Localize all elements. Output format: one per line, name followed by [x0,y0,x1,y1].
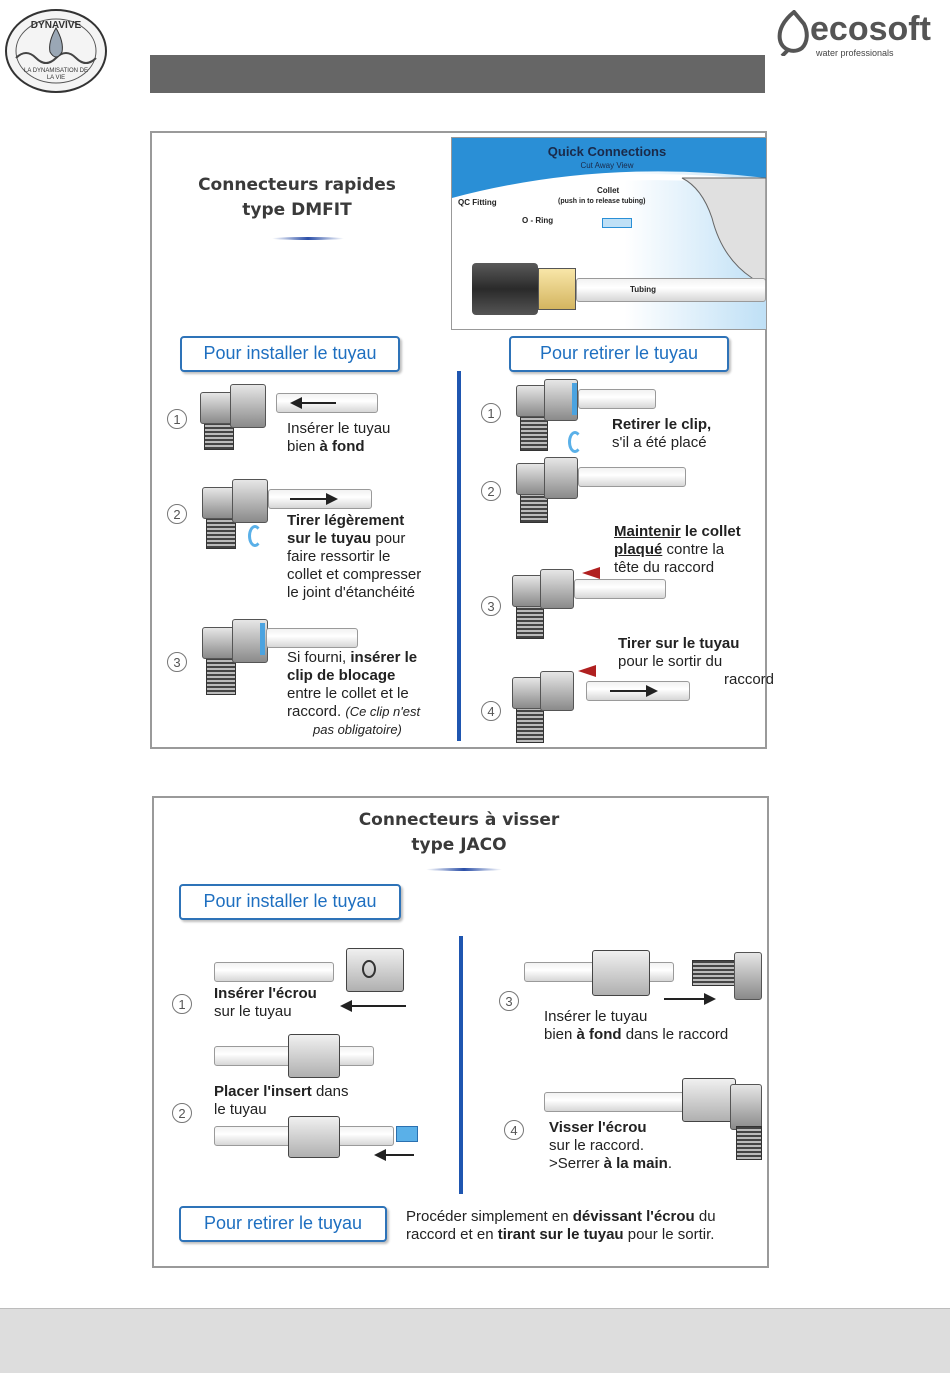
quick-connections-diagram: Quick Connections Cut Away View QC Fitti… [451,137,767,330]
quick-connections-subtitle: Cut Away View [580,161,634,170]
jaco-remove-text: Procéder simplement en dévissant l'écrou… [406,1208,716,1243]
jaco-column-divider [459,936,463,1194]
dmfit-install-step1-text: Insérer le tuyau bien à fond [287,420,391,455]
dmfit-install-step2-number: 2 [167,504,187,524]
jaco-install-button[interactable]: Pour installer le tuyau [179,884,401,920]
dynavive-logo: DYNAVIVE LA DYNAMISATION DE LA VIE [4,8,108,94]
jaco-remove-button[interactable]: Pour retirer le tuyau [179,1206,387,1242]
jaco-step2-number: 2 [172,1103,192,1123]
jaco-title: Connecteurs à visser type JACO [309,808,609,858]
ecosoft-logo-tagline: water professionals [816,48,894,58]
jaco-step1-number: 1 [172,994,192,1014]
quick-connections-background [452,138,766,289]
dmfit-install-step1-number: 1 [167,409,187,429]
dmfit-install-step3-text: Si fourni, insérer le clip de blocage en… [287,649,421,737]
jaco-step3-number: 3 [499,991,519,1011]
cutaway-tubing [576,278,766,302]
jaco-panel: Connecteurs à visser type JACO Pour inst… [152,796,769,1268]
jaco-title-line1: Connecteurs à visser [358,810,560,830]
jaco-step2-text: Placer l'insert dans le tuyau [214,1083,349,1118]
dmfit-remove-step3-number: 3 [481,596,501,616]
dmfit-title: Connecteurs rapides type DMFIT [172,173,422,223]
dmfit-title-underline [272,237,344,240]
dmfit-install-step3-number: 3 [167,652,187,672]
jaco-step2-illustration-top [214,1034,384,1078]
cutaway-fitting [472,263,538,315]
jaco-step4-text: Visser l'écrou sur le raccord. >Serrer à… [549,1119,672,1172]
dmfit-install-step3-illustration [202,613,362,703]
jaco-step4-illustration [544,1078,764,1168]
header-bar [150,55,765,93]
dmfit-remove-step4-text: Tirer sur le tuyau pour le sortir du rac… [618,635,775,688]
label-qc-fitting: QC Fitting [458,198,497,207]
dmfit-remove-step3-illustration [512,565,667,643]
ecosoft-logo-name: ecosoft [810,10,931,48]
dmfit-remove-step2-illustration [516,455,686,527]
dmfit-install-step2-illustration [202,473,382,563]
jaco-step3-text: Insérer le tuyau bien à fond dans le rac… [544,1008,729,1043]
dmfit-remove-step4-number: 4 [481,701,501,721]
dmfit-remove-step2-number: 2 [481,481,501,501]
quick-connections-title: Quick Connections [547,144,667,159]
jaco-title-line2: type JACO [411,835,507,855]
label-o-ring: O - Ring [522,216,554,225]
dmfit-install-button[interactable]: Pour installer le tuyau [180,336,400,372]
dmfit-title-line2: type DMFIT [242,200,352,220]
dynavive-logo-tagline: LA DYNAMISATION DE LA VIE [24,68,88,81]
ecosoft-drop-icon [777,10,809,56]
label-collet: Collet [597,186,620,195]
dmfit-install-step2-text: Tirer légèrement sur le tuyau pour faire… [287,512,422,601]
cutaway-release-arrow [602,218,632,228]
jaco-step1-text: Insérer l'écrou sur le tuyau [214,985,317,1020]
dmfit-remove-step1-illustration [516,375,656,457]
dmfit-remove-step1-text: Retirer le clip, s'il a été placé [612,416,712,451]
label-tubing: Tubing [630,285,657,294]
dmfit-remove-step3-text: Maintenir le collet plaqué contre la têt… [614,523,741,576]
dynavive-logo-name: DYNAVIVE [30,20,82,31]
dmfit-column-divider [457,371,461,741]
dmfit-title-line1: Connecteurs rapides [198,175,396,195]
jaco-step3-illustration [524,946,764,1006]
jaco-step2-illustration-bottom [214,1116,418,1168]
jaco-title-underline [426,868,502,871]
cutaway-collet [538,268,576,310]
dmfit-remove-step4-illustration [512,663,692,745]
dmfit-panel: Connecteurs rapides type DMFIT Quick Con… [150,131,775,749]
jaco-step4-number: 4 [504,1120,524,1140]
dmfit-remove-step1-number: 1 [481,403,501,423]
dmfit-remove-button[interactable]: Pour retirer le tuyau [509,336,729,372]
ecosoft-logo: ecosoft water professionals [774,6,946,62]
label-collet-note: (push in to release tubing) [558,198,646,205]
page-footer [0,1308,950,1373]
jaco-step1-illustration [214,948,414,1012]
dmfit-install-step1-illustration [200,378,380,453]
